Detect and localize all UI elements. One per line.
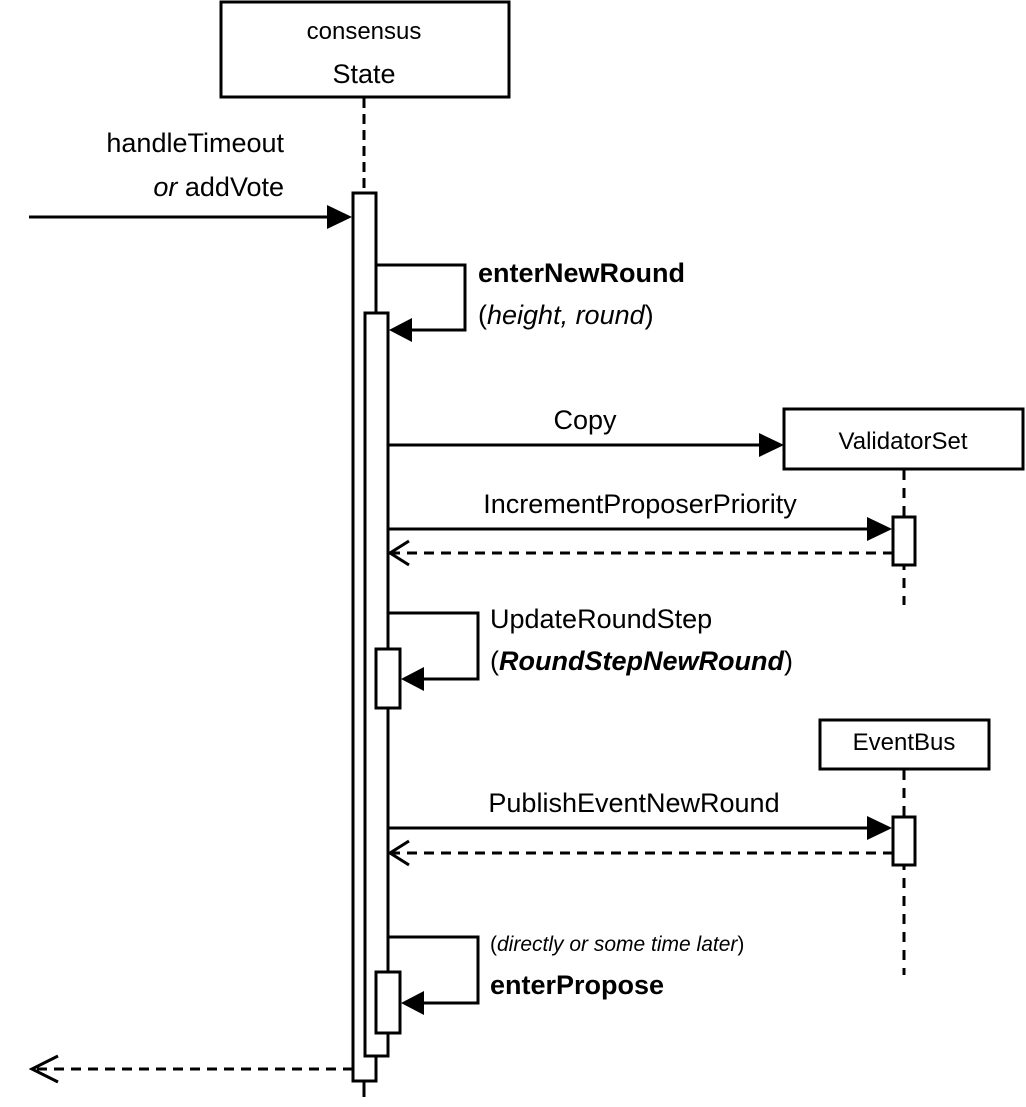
message-publish-label: PublishEventNewRound — [488, 788, 779, 818]
message-incoming-label-2: or addVote — [153, 172, 284, 202]
message-copy: Copy — [388, 405, 784, 457]
arrowhead-open-icon — [28, 1054, 59, 1084]
arrowhead-filled-icon — [389, 318, 412, 342]
activation-update-round-step — [374, 647, 402, 710]
message-enter-propose: (directly or some time later) enterPropo… — [374, 933, 744, 1035]
message-enter-new-round: enterNewRound (height, round) — [376, 258, 685, 342]
arrowhead-filled-icon — [327, 205, 352, 229]
arrowhead-filled-icon — [401, 991, 424, 1015]
message-copy-label: Copy — [553, 405, 617, 435]
message-enter-new-round-label: enterNewRound — [478, 258, 685, 288]
arrowhead-filled-icon — [867, 816, 892, 840]
activation-eventbus — [891, 815, 917, 867]
message-update-round-step: UpdateRoundStep (RoundStepNewRound) — [374, 604, 793, 710]
message-enter-propose-note: (directly or some time later) — [490, 933, 744, 956]
self-call-loop — [388, 611, 480, 681]
arrowhead-open-icon — [387, 839, 410, 867]
arrowhead-filled-icon — [401, 667, 424, 691]
lifeline-state-stereotype: consensus — [307, 18, 422, 45]
lifeline-eventbus: EventBus — [818, 718, 991, 975]
lifeline-validatorset-box — [782, 407, 1025, 471]
self-call-loop — [376, 263, 467, 332]
arrowhead-open-icon — [387, 539, 410, 567]
message-update-round-step-args: (RoundStepNewRound) — [490, 646, 793, 676]
lifeline-eventbus-name: EventBus — [853, 729, 956, 756]
message-return-final — [28, 1054, 353, 1084]
arrowhead-filled-icon — [759, 433, 784, 457]
arrowhead-filled-icon — [867, 517, 892, 541]
message-incoming: handleTimeout or addVote — [29, 128, 352, 229]
message-increment-label: IncrementProposerPriority — [483, 489, 797, 519]
message-enter-propose-label: enterPropose — [490, 970, 664, 1000]
message-enter-new-round-args: (height, round) — [478, 300, 654, 330]
self-call-loop — [388, 935, 480, 1005]
lifeline-validatorset-name: ValidatorSet — [839, 428, 968, 455]
message-publish-event-new-round: PublishEventNewRound — [387, 788, 893, 867]
activation-validatorset — [891, 515, 917, 567]
message-update-round-step-label: UpdateRoundStep — [490, 604, 712, 634]
message-increment-proposer-priority: IncrementProposerPriority — [387, 489, 893, 567]
lifeline-eventbus-box — [818, 718, 991, 771]
lifeline-state-name: State — [332, 59, 395, 89]
message-incoming-label-1: handleTimeout — [106, 128, 284, 158]
lifeline-state-box — [219, 0, 511, 99]
lifeline-state: consensus State — [219, 0, 511, 1097]
lifeline-validatorset: ValidatorSet — [782, 407, 1025, 605]
activation-enter-propose — [374, 970, 402, 1035]
